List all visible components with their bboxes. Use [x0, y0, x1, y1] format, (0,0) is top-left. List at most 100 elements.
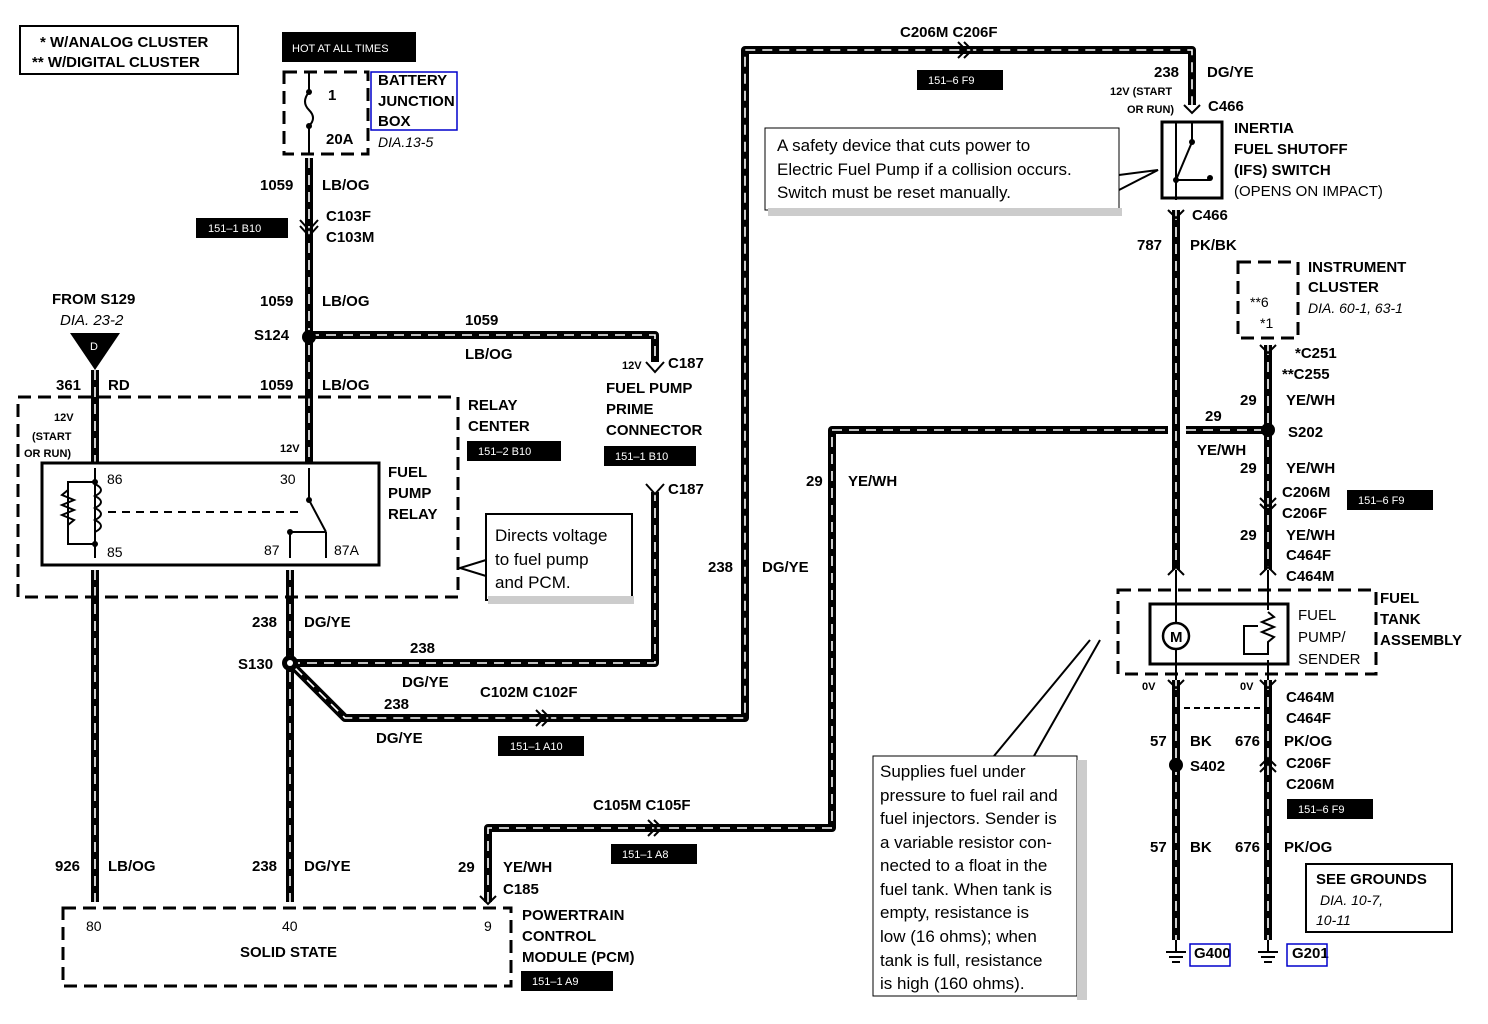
safety-3: Switch must be reset manually. [777, 183, 1011, 202]
supplies-line-1: Supplies fuel under [880, 762, 1026, 781]
bjb-link-box[interactable] [370, 71, 458, 131]
wire-pkog-a: PK/OG [1284, 733, 1332, 750]
wire-lbog-b: LB/OG [322, 293, 370, 310]
pcm-pin-80: 80 [86, 918, 102, 934]
tag-151-6-f9-c: 151–6 F9 [1298, 804, 1344, 816]
fps-name-1: FUEL [1298, 607, 1336, 624]
fuse-number: 1 [328, 87, 336, 104]
legend-analog: * W/ANALOG CLUSTER [40, 34, 208, 51]
g400-label: G400 [1194, 945, 1231, 962]
start-label: (START [32, 431, 72, 443]
fta-name-3: ASSEMBLY [1380, 632, 1462, 649]
sg-dia-1: DIA. 10-7, [1320, 892, 1383, 908]
c103m: C103M [326, 229, 374, 246]
wire-dgye-b: DG/YE [402, 674, 449, 691]
tag-151-1-a9: 151–1 A9 [532, 976, 579, 988]
supplies-line-6: fuel tank. When tank is [880, 880, 1052, 899]
ifs-name-1: INERTIA [1234, 120, 1294, 137]
wire-1059-c: 1059 [465, 312, 498, 329]
relay-switch-icon [287, 468, 327, 558]
tag-151-1-a8: 151–1 A8 [622, 849, 669, 861]
ground-icon-g201 [1258, 940, 1278, 963]
instrument-cluster-box [1236, 260, 1300, 340]
ic-name-1: INSTRUMENT [1308, 259, 1406, 276]
wire-29-a: 29 [458, 859, 475, 876]
wire-926: 926 [55, 858, 80, 875]
supplies-line-7: empty, resistance is [880, 903, 1029, 922]
bjb-dia: DIA.13-5 [378, 134, 433, 150]
fps-name-3: SENDER [1298, 651, 1361, 668]
wire-361: 361 [56, 377, 81, 394]
legend-box [19, 25, 239, 75]
s130-label: S130 [238, 656, 273, 673]
pin-30: 30 [280, 471, 296, 487]
s124-label: S124 [254, 327, 290, 344]
g201-link-box[interactable] [1286, 943, 1328, 967]
see-grounds: SEE GROUNDS [1316, 871, 1427, 888]
wire-787: 787 [1137, 237, 1162, 254]
bjb-name-1: BATTERY [378, 72, 447, 89]
sender-resistor-icon [1243, 611, 1277, 655]
tag-151-2-b10: 151–2 B10 [478, 446, 531, 458]
v12-relay-30: 12V [280, 443, 300, 455]
ic-pin-1: *1 [1260, 315, 1273, 331]
solid-state: SOLID STATE [240, 944, 337, 961]
relay-coil-icon [59, 468, 300, 558]
wire-1059-b: 1059 [260, 293, 293, 310]
ic-pin-6: **6 [1250, 294, 1269, 310]
wire-rd: RD [108, 377, 130, 394]
wire-238-b: 238 [410, 640, 435, 657]
pcm-name-1: POWERTRAIN [522, 907, 625, 924]
c464m-label-a: C464M [1286, 568, 1334, 585]
wire-676-b: 676 [1235, 839, 1260, 856]
safety-1: A safety device that cuts power to [777, 136, 1030, 155]
wire-cores [94, 49, 1269, 940]
wire-yewh-e: YE/WH [1286, 460, 1335, 477]
prime-2: PRIME [606, 401, 654, 418]
hot-at-all-times-tag [282, 32, 416, 62]
bjb-name-2: JUNCTION [378, 93, 455, 110]
fuel-tank-assembly-box [1116, 588, 1378, 676]
wire-lbog-d: LB/OG [322, 377, 370, 394]
relay-name-2: PUMP [388, 485, 431, 502]
supplies-line-10: is high (160 ohms). [880, 974, 1025, 993]
wire-1059-d: 1059 [260, 377, 293, 394]
v12-relay-86: 12V [54, 412, 74, 424]
directs-3: and PCM. [495, 573, 571, 592]
g400-link-box[interactable] [1189, 943, 1231, 967]
wire-238-d: 238 [708, 559, 733, 576]
wire-238-c: 238 [384, 696, 409, 713]
c466-top: C466 [1208, 98, 1244, 115]
bjb-name-3: BOX [378, 113, 411, 130]
dia-23-2: DIA. 23-2 [60, 312, 124, 329]
hot-label: HOT AT ALL TIMES [292, 43, 389, 55]
page-ref-d: D [90, 341, 98, 353]
wire-29-c: 29 [1240, 392, 1257, 409]
wire-dgye-c: DG/YE [376, 730, 423, 747]
tag-151-1-a10: 151–1 A10 [510, 741, 563, 753]
wire-pkog-b: PK/OG [1284, 839, 1332, 856]
wire-yewh-f: YE/WH [1286, 527, 1335, 544]
relay-name-3: RELAY [388, 506, 437, 523]
s402-label: S402 [1190, 758, 1225, 775]
wire-238-a: 238 [252, 614, 277, 631]
pin-86: 86 [107, 471, 123, 487]
fta-name-2: TANK [1380, 611, 1421, 628]
wire-29-b: 29 [806, 473, 823, 490]
wire-29-f: 29 [1240, 527, 1257, 544]
pcm-pin-40: 40 [282, 918, 298, 934]
pcm-pin-9: 9 [484, 918, 492, 934]
c464f-label-a: C464F [1286, 547, 1331, 564]
fps-name-2: PUMP/ [1298, 629, 1346, 646]
c187-bottom: C187 [668, 481, 704, 498]
wire-yewh-d: YE/WH [1197, 442, 1246, 459]
ov-left: 0V [1142, 681, 1156, 693]
prime-3: CONNECTOR [606, 422, 703, 439]
supplies-callout-box [872, 755, 1078, 997]
c206f-label: C206F [1282, 505, 1327, 522]
orrun-ifs: OR RUN) [1127, 104, 1174, 116]
fuel-pump-relay [40, 461, 381, 567]
v12-start-ifs: 12V (START [1110, 86, 1172, 98]
ifs-name-3: (IFS) SWITCH [1234, 162, 1331, 179]
relay-center-box [16, 395, 460, 599]
